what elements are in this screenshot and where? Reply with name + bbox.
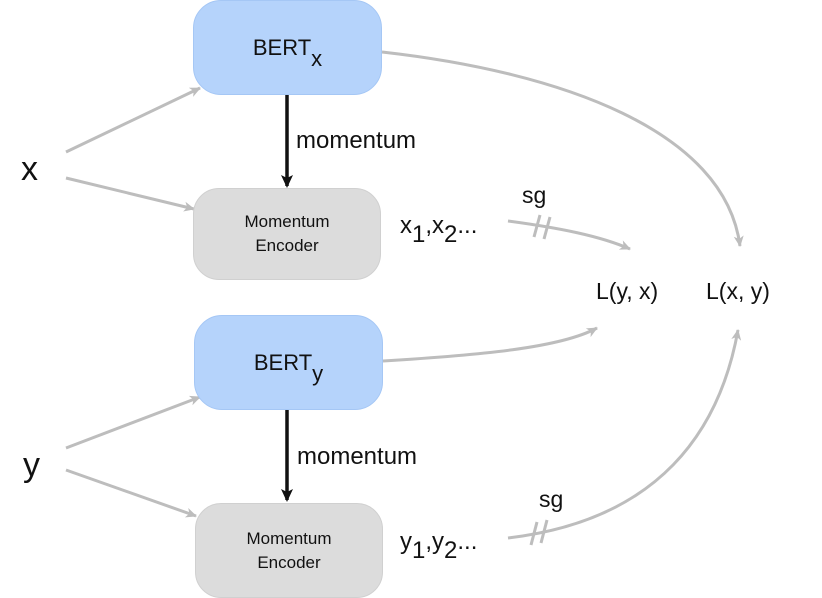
sg-label-top: sg [522, 182, 547, 208]
input-y-label: y [23, 446, 40, 484]
edge-y-to-encoder-bottom [65, 468, 197, 518]
edge-outputs-x-to-loss-yx [507, 219, 631, 251]
stop-grad-mark-bottom-2 [539, 519, 549, 544]
bert-x-label: BERT [252, 34, 312, 60]
edge-outputs-y-to-loss-xy [507, 329, 742, 540]
momentum-encoder-top: Momentum Encoder [193, 188, 381, 280]
outputs-x-first: x [400, 212, 412, 239]
momentum-label-top: momentum [296, 127, 417, 154]
encoder-top-line1: Momentum [244, 212, 330, 231]
bert-y-label: BERT [253, 349, 313, 375]
sg-label-bottom: sg [539, 486, 564, 512]
momentum-label-bottom: momentum [297, 443, 418, 470]
encoder-top-line2: Encoder [255, 236, 319, 255]
bert-y-subscript: y [312, 360, 324, 386]
edge-y-to-bert-y [65, 395, 201, 450]
edge-x-to-encoder-top [65, 176, 195, 212]
bert-x-subscript: x [311, 45, 323, 71]
outputs-x-second-sub: 2 [444, 221, 458, 248]
outputs-x-ellipsis: ... [457, 212, 478, 239]
outputs-x-label: x1,x2... [400, 212, 478, 248]
outputs-y-label: y1,y2... [400, 528, 478, 564]
loss-x-y: L(x, y) [706, 278, 770, 304]
outputs-y-second-sub: 2 [444, 537, 458, 564]
stop-grad-mark-top-2 [542, 216, 552, 240]
outputs-x-first-sub: 1 [412, 221, 426, 248]
outputs-y-first-sub: 1 [412, 537, 426, 564]
outputs-y-sep: , [425, 528, 433, 555]
input-x-label: x [21, 150, 38, 188]
outputs-y-second: y [432, 528, 445, 555]
stop-grad-mark-top-1 [532, 214, 542, 238]
stop-grad-mark-bottom-1 [529, 521, 539, 546]
outputs-x-second: x [432, 212, 445, 239]
edge-x-to-bert-x [65, 86, 201, 154]
momentum-encoder-bottom: Momentum Encoder [195, 503, 383, 598]
outputs-y-ellipsis: ... [457, 528, 478, 555]
encoder-bottom-line2: Encoder [257, 552, 321, 572]
outputs-x-sep: , [425, 212, 433, 239]
outputs-y-first: y [400, 528, 412, 555]
loss-y-x: L(y, x) [596, 278, 659, 304]
encoder-bottom-line1: Momentum [246, 528, 332, 548]
edge-bert-y-to-loss-yx [382, 326, 598, 363]
edge-bert-x-to-loss-xy [381, 50, 744, 247]
